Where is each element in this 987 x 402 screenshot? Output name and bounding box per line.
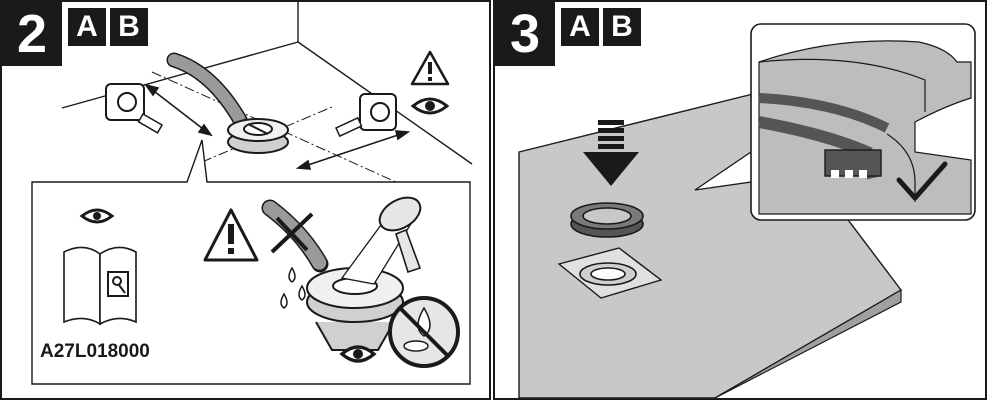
light-cone [340, 196, 422, 285]
instruction-manual-icon [63, 246, 137, 326]
tape-measure-left-icon [105, 83, 164, 134]
eye-icon [410, 97, 450, 115]
no-water-icon [388, 296, 460, 368]
eye-icon [339, 345, 377, 363]
floor-edge-line [61, 41, 299, 109]
gasket-detail-callout [750, 23, 976, 221]
drain-hose [166, 52, 248, 128]
checkmark-icon [896, 161, 948, 201]
step-number: 3 [495, 2, 555, 66]
variant-badge-b: B [603, 8, 641, 46]
step-number: 2 [2, 2, 62, 66]
step-3-panel: 3 A B [493, 0, 987, 400]
crossed-hose [261, 199, 329, 273]
down-arrow-icon [583, 120, 639, 186]
dimension-arrow-left [144, 83, 213, 137]
dimension-arrow-right [295, 130, 411, 170]
gasket-scene [518, 23, 976, 398]
centre-line-2 [201, 106, 333, 163]
gasket-ring [570, 202, 644, 238]
step-2-panel: 2 A B [0, 0, 491, 400]
eye-icon [79, 208, 115, 224]
warning-triangle-icon [410, 50, 450, 86]
variant-badge-a: A [561, 8, 599, 46]
tape-measure-right-icon [335, 93, 397, 138]
part-code-label: A27L018000 [40, 341, 150, 362]
variant-badge-b: B [110, 8, 148, 46]
water-drop-icon [280, 266, 306, 309]
installation-scene [31, 2, 473, 385]
drain-flange [227, 118, 289, 154]
warning-triangle-icon [203, 208, 259, 262]
variant-badge-a: A [68, 8, 106, 46]
drain-seat [557, 247, 663, 299]
